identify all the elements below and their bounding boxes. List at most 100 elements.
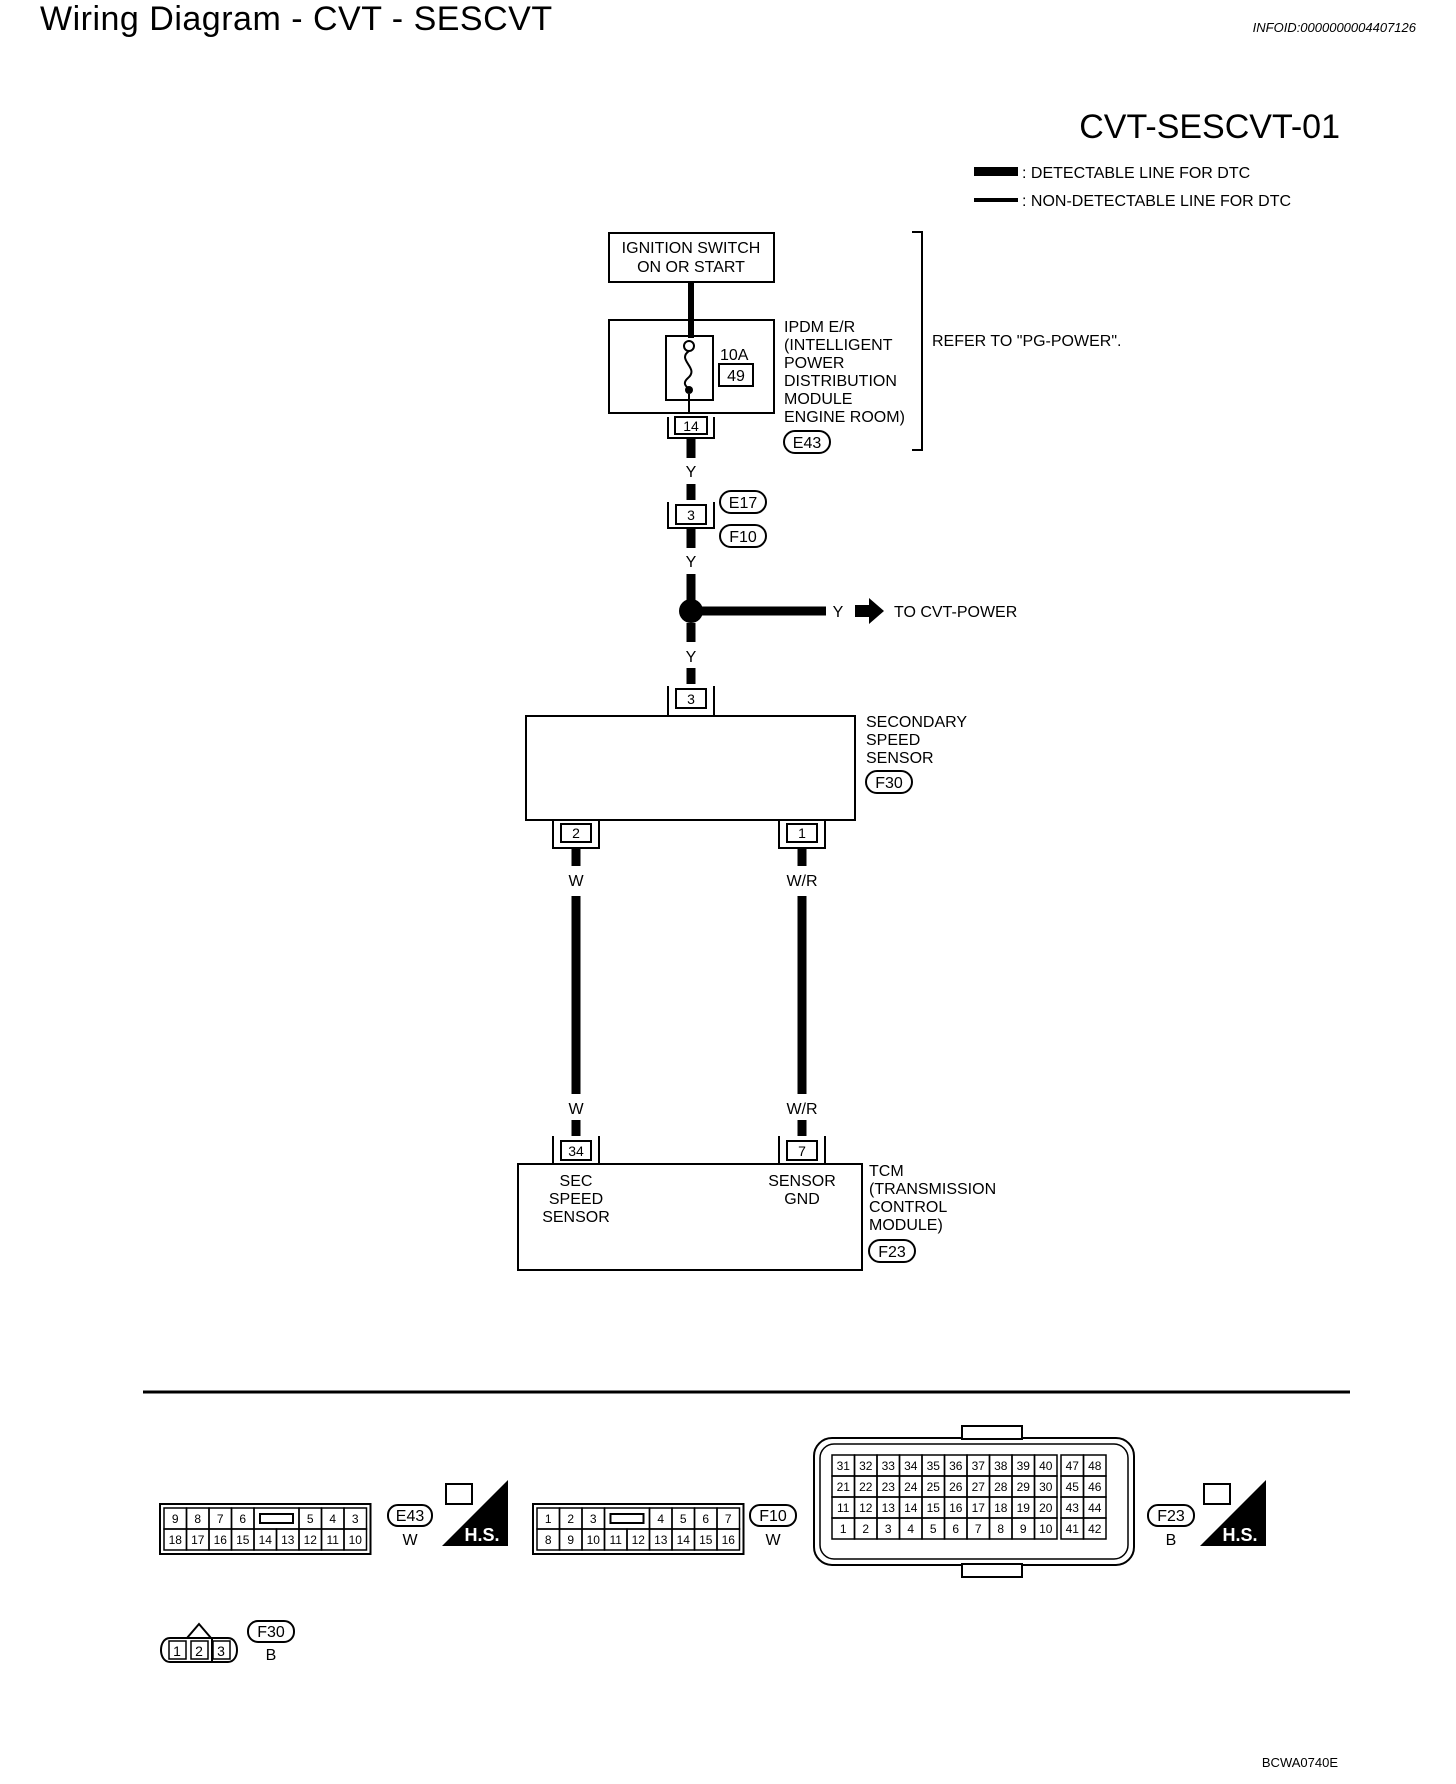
f23-pin: 31 — [837, 1459, 851, 1473]
sensor-line-1: SPEED — [866, 732, 920, 749]
connector-e43-tag: E43 W — [387, 1504, 433, 1549]
tcm-pin-34-label: 34 — [568, 1143, 584, 1159]
f10-pin: 9 — [567, 1533, 574, 1547]
refer-text: REFER TO "PG-POWER". — [932, 333, 1121, 350]
tcm-left-label-2: SENSOR — [542, 1209, 610, 1226]
f23-pin: 9 — [1020, 1522, 1027, 1536]
refer-bracket — [912, 231, 923, 451]
e43-pin: 10 — [349, 1533, 363, 1547]
sensor-pin-2-label: 2 — [572, 825, 580, 841]
e43-pin: 15 — [236, 1533, 250, 1547]
f23-pin: 8 — [997, 1522, 1004, 1536]
f23-pin: 32 — [859, 1459, 873, 1473]
tcm-pin-7-label: 7 — [798, 1143, 806, 1159]
f23-pin: 26 — [949, 1480, 963, 1494]
f23-pin: 18 — [994, 1501, 1008, 1515]
tcm-line-2: CONTROL — [869, 1199, 947, 1216]
f10-pin: 8 — [545, 1533, 552, 1547]
hs-badge-f23: H.S. — [1200, 1480, 1266, 1546]
pin-14-label: 14 — [683, 418, 699, 434]
junction-connector-top: E17 — [729, 495, 758, 512]
ipdm-line-0: IPDM E/R — [784, 319, 855, 336]
junction-connector: 3 E17 F10 — [667, 490, 767, 548]
fuse-number: 49 — [727, 368, 745, 385]
f10-pin: 12 — [632, 1533, 646, 1547]
f10-pin: 2 — [567, 1512, 574, 1526]
f23-pin: 25 — [927, 1480, 941, 1494]
f23-pin: 21 — [837, 1480, 851, 1494]
e43-pin: 9 — [172, 1512, 179, 1526]
f23-pin: 44 — [1088, 1501, 1102, 1515]
f23-pin: 12 — [859, 1501, 873, 1515]
f23-pin: 38 — [994, 1459, 1008, 1473]
legend-non-detectable-swatch — [974, 198, 1018, 202]
e43-id: E43 — [396, 1508, 425, 1525]
e43-pin: 16 — [214, 1533, 228, 1547]
ignition-line2: ON OR START — [637, 259, 745, 276]
e43-pin: 17 — [191, 1533, 205, 1547]
fuse-icon — [683, 350, 693, 391]
f30-pin-1: 1 — [173, 1643, 181, 1659]
sensor-pin-3-label: 3 — [687, 691, 695, 707]
f23-pin: 22 — [859, 1480, 873, 1494]
f23-pin: 35 — [927, 1459, 941, 1473]
f23-pin: 7 — [975, 1522, 982, 1536]
ipdm-line-1: (INTELLIGENT — [784, 337, 893, 354]
f23-pin: 14 — [904, 1501, 918, 1515]
e43-slot — [259, 1513, 294, 1524]
hs-connector-icon-f23 — [1203, 1483, 1231, 1505]
tcm: 34 7 SEC SPEED SENSOR SENSOR GND TCM (TR… — [517, 1136, 996, 1271]
footer-code: BCWA0740E — [1261, 1755, 1338, 1770]
junction-connector-bottom: F10 — [729, 529, 757, 546]
sensor-line-2: SENSOR — [866, 750, 934, 767]
f23-pin: 36 — [949, 1459, 963, 1473]
f30-pin-3: 3 — [217, 1643, 225, 1659]
to-cvt-power-text: TO CVT-POWER — [894, 604, 1017, 621]
f23-pin: 16 — [949, 1501, 963, 1515]
wire-color-y-branch: Y — [833, 604, 844, 621]
f23-pin: 27 — [972, 1480, 986, 1494]
legend-detectable-text: : DETECTABLE LINE FOR DTC — [1022, 165, 1250, 182]
f10-pin: 3 — [590, 1512, 597, 1526]
e43-pin: 5 — [307, 1512, 314, 1526]
f23-pin: 15 — [927, 1501, 941, 1515]
pin-14-connector: 14 — [667, 416, 715, 439]
wire-color-y-1: Y — [686, 464, 697, 481]
tcm-line-1: (TRANSMISSION — [869, 1181, 996, 1198]
f30-pin-2: 2 — [195, 1643, 203, 1659]
ipdm-line-3: DISTRIBUTION — [784, 373, 897, 390]
f10-id: F10 — [759, 1508, 787, 1525]
f10-pin: 7 — [725, 1512, 732, 1526]
f23-pin: 37 — [972, 1459, 986, 1473]
f10-pin: 10 — [587, 1533, 601, 1547]
wire-color-wr-bottom: W/R — [786, 1101, 817, 1118]
f23-pin: 23 — [882, 1480, 896, 1494]
tcm-right-label-1: GND — [784, 1191, 820, 1208]
f23-pin: 29 — [1017, 1480, 1031, 1494]
wire-color-y-2: Y — [686, 554, 697, 571]
f10-pin: 1 — [545, 1512, 552, 1526]
legend-detectable-swatch — [974, 167, 1018, 176]
f10-pin: 16 — [722, 1533, 736, 1547]
tcm-right-label-0: SENSOR — [768, 1173, 836, 1190]
legend-non-detectable-text: : NON-DETECTABLE LINE FOR DTC — [1022, 193, 1291, 210]
f23-pin: 2 — [862, 1522, 869, 1536]
f30-color: B — [266, 1647, 277, 1664]
e43-pin: 4 — [329, 1512, 336, 1526]
fuse-amp: 10A — [720, 347, 749, 364]
hs-connector-icon — [445, 1483, 473, 1505]
page-title: Wiring Diagram - CVT - SESCVT — [40, 0, 553, 38]
tcm-connector-id: F23 — [878, 1244, 906, 1261]
hs-label-f23: H.S. — [1222, 1525, 1257, 1545]
ignition-line1: IGNITION SWITCH — [622, 240, 761, 257]
e43-pin: 13 — [281, 1533, 295, 1547]
f23-id: F23 — [1157, 1508, 1185, 1525]
f23-pin: 6 — [952, 1522, 959, 1536]
e43-pin: 12 — [304, 1533, 318, 1547]
f23-pin: 39 — [1017, 1459, 1031, 1473]
f23-pin: 3 — [885, 1522, 892, 1536]
f23-color: B — [1166, 1532, 1177, 1549]
f23-pin: 20 — [1039, 1501, 1053, 1515]
e43-pin: 3 — [352, 1512, 359, 1526]
